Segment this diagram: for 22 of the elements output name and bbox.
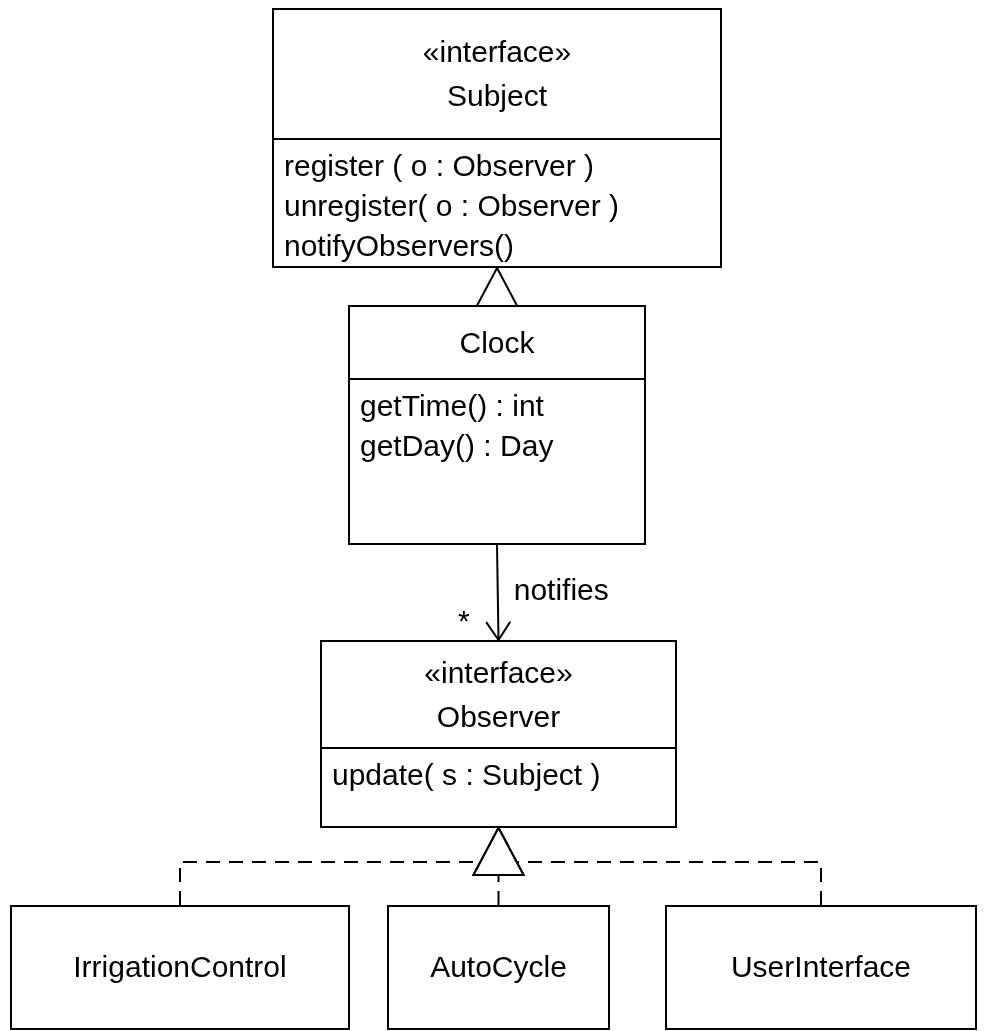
class-box xyxy=(387,905,610,1030)
stereotype-label: «interface» xyxy=(422,34,572,70)
method-signature: register ( o : Observer ) xyxy=(284,148,595,184)
method-signature: getTime() : int xyxy=(360,388,544,424)
stereotype-label: «interface» xyxy=(424,654,573,691)
class-name: UserInterface xyxy=(730,948,912,985)
class-name: Observer xyxy=(436,698,561,735)
class-box xyxy=(272,8,722,268)
class-box xyxy=(665,905,977,1030)
class-box xyxy=(320,640,677,828)
realization-arrow xyxy=(472,827,822,906)
method-signature: getDay() : Day xyxy=(360,428,554,464)
class-name: AutoCycle xyxy=(430,948,567,985)
method-signature: update( s : Subject ) xyxy=(332,757,601,793)
class-name: IrrigationControl xyxy=(73,948,287,985)
class-name: Clock xyxy=(459,324,535,361)
class-name: Subject xyxy=(446,78,548,114)
method-signature: notifyObservers() xyxy=(284,228,515,264)
class-box xyxy=(10,905,350,1030)
association-arrow xyxy=(485,544,512,641)
class-box xyxy=(348,305,646,545)
method-signature: unregister( o : Observer ) xyxy=(284,188,620,224)
